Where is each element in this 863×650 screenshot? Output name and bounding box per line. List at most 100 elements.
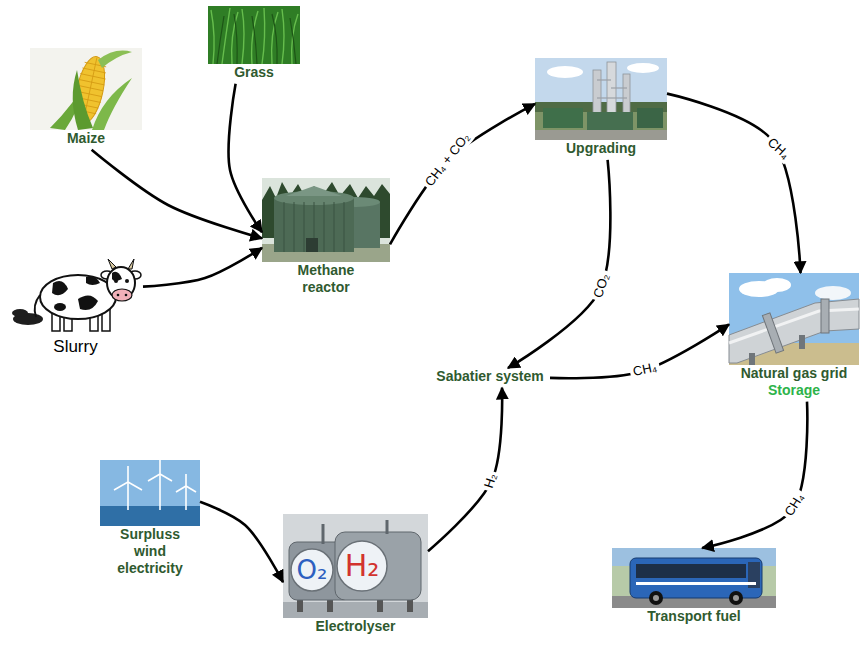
wind-picture-part (127, 466, 129, 482)
node-label: Natural gas grid (729, 365, 859, 382)
maize-picture-part (98, 51, 132, 68)
grass-picture-part (252, 11, 258, 64)
wind-picture-part (159, 474, 161, 510)
flow-label: H₂ (481, 469, 502, 493)
flow-arrow (428, 388, 502, 551)
grass-picture-part (242, 9, 244, 64)
electrolyser-picture-part (335, 532, 421, 600)
reactor-picture (262, 178, 390, 262)
pipeline-picture-part (799, 335, 805, 349)
electrolyser-picture-part (283, 514, 428, 618)
reactor-picture-part (324, 202, 325, 252)
cow-picture-part (128, 259, 134, 269)
gas-symbol: H₂ (345, 551, 380, 581)
reactor-picture-part (284, 202, 344, 252)
upgrading-picture-part (547, 66, 583, 78)
bus-picture-part (630, 558, 762, 598)
pipeline-picture-part (763, 278, 791, 292)
grass-picture-part (211, 8, 298, 64)
node-label: Slurry (8, 337, 143, 357)
wind-picture (100, 460, 200, 526)
electrolyser-picture-part (322, 524, 325, 544)
upgrading-picture-part (597, 97, 627, 98)
upgrading-picture-part (597, 80, 627, 98)
grass-picture-part (232, 12, 238, 64)
wind-picture-part (185, 486, 187, 510)
grass-picture-part (290, 18, 296, 64)
process-unit: Sabatier system (430, 368, 550, 388)
grass-picture-part (282, 9, 284, 64)
grass-picture-part (217, 16, 224, 64)
electrolyser-picture-part (283, 602, 428, 618)
reactor-picture-part (274, 198, 354, 252)
reactor-picture-part (284, 202, 285, 252)
reactor-picture-part (262, 178, 390, 262)
cow-picture-part (86, 277, 100, 285)
flow-arrow (229, 84, 262, 232)
feedstock-item: Maize (30, 48, 142, 150)
reactor-picture-part (294, 202, 295, 252)
bus-picture-part (653, 595, 659, 601)
upgrading-picture (535, 58, 667, 140)
electrolyser-picture-part (337, 541, 387, 591)
node-label: Maize (30, 130, 142, 147)
wind-picture-part (159, 460, 161, 474)
flow-arrow (200, 502, 283, 582)
flow-arrow (667, 94, 801, 273)
reactor-picture-part (286, 186, 342, 196)
cow-picture-part (40, 275, 116, 319)
flow-arrow (508, 160, 610, 368)
flow-arrow (143, 248, 262, 287)
grass-picture-part (252, 16, 257, 64)
node-label: Electrolyser (283, 618, 428, 635)
pipeline-picture-part (762, 299, 829, 353)
wind-picture-part (148, 474, 160, 481)
pipeline-picture-part (762, 313, 783, 353)
upgrading-picture-part (535, 58, 667, 140)
grass-picture-part (222, 8, 230, 64)
wind-picture-part (114, 460, 196, 510)
process-unit: Methane reactor (262, 178, 390, 299)
node-label: Surpluss wind electricity (110, 526, 190, 576)
upgrading-picture-part (593, 70, 601, 118)
wind-picture-part (160, 474, 172, 481)
grass-picture-part (211, 10, 214, 64)
process-unit: Upgrading (535, 58, 667, 160)
upgrading-picture-part (597, 79, 611, 80)
feedstock-item: Slurry (8, 255, 143, 360)
grass-picture-part (272, 12, 278, 64)
electrolyser-picture (283, 514, 428, 618)
cow-picture-part (114, 279, 118, 283)
gas-symbol: O₂ (297, 557, 328, 583)
wind-picture-part (100, 506, 200, 526)
wind-picture-part (114, 482, 128, 490)
cow-picture-part (12, 309, 28, 317)
flow-label: CH₄ (781, 488, 810, 521)
grass-picture-part (272, 14, 277, 64)
cow-picture-part (125, 279, 129, 283)
flow-label: CH₄ (762, 133, 794, 164)
wind-picture-part (128, 482, 142, 490)
cow-picture-part (112, 289, 132, 301)
upgrading-picture-part (543, 108, 583, 128)
flow-arrow (390, 104, 535, 245)
bus-picture-part (729, 591, 743, 605)
maize-picture-part (73, 70, 93, 130)
grass-picture-part (262, 8, 265, 64)
node-label: Upgrading (535, 140, 667, 157)
feedstock-item: Grass (208, 6, 300, 84)
cow-picture-part (78, 295, 98, 310)
cow-picture-part (54, 303, 66, 311)
flow-label: CH₄ (629, 360, 662, 381)
grass-picture-part (217, 14, 296, 64)
electrolyser-picture-part (291, 549, 333, 591)
pipeline-picture-part (749, 353, 755, 365)
reactor-picture-part (344, 202, 345, 252)
flow-arrow (702, 402, 807, 548)
wind-picture-part (185, 474, 187, 486)
upgrading-picture-part (611, 87, 627, 88)
node-label: Sabatier system (430, 368, 550, 385)
grass-picture-part (208, 6, 300, 64)
upgrading-picture-part (607, 62, 616, 118)
